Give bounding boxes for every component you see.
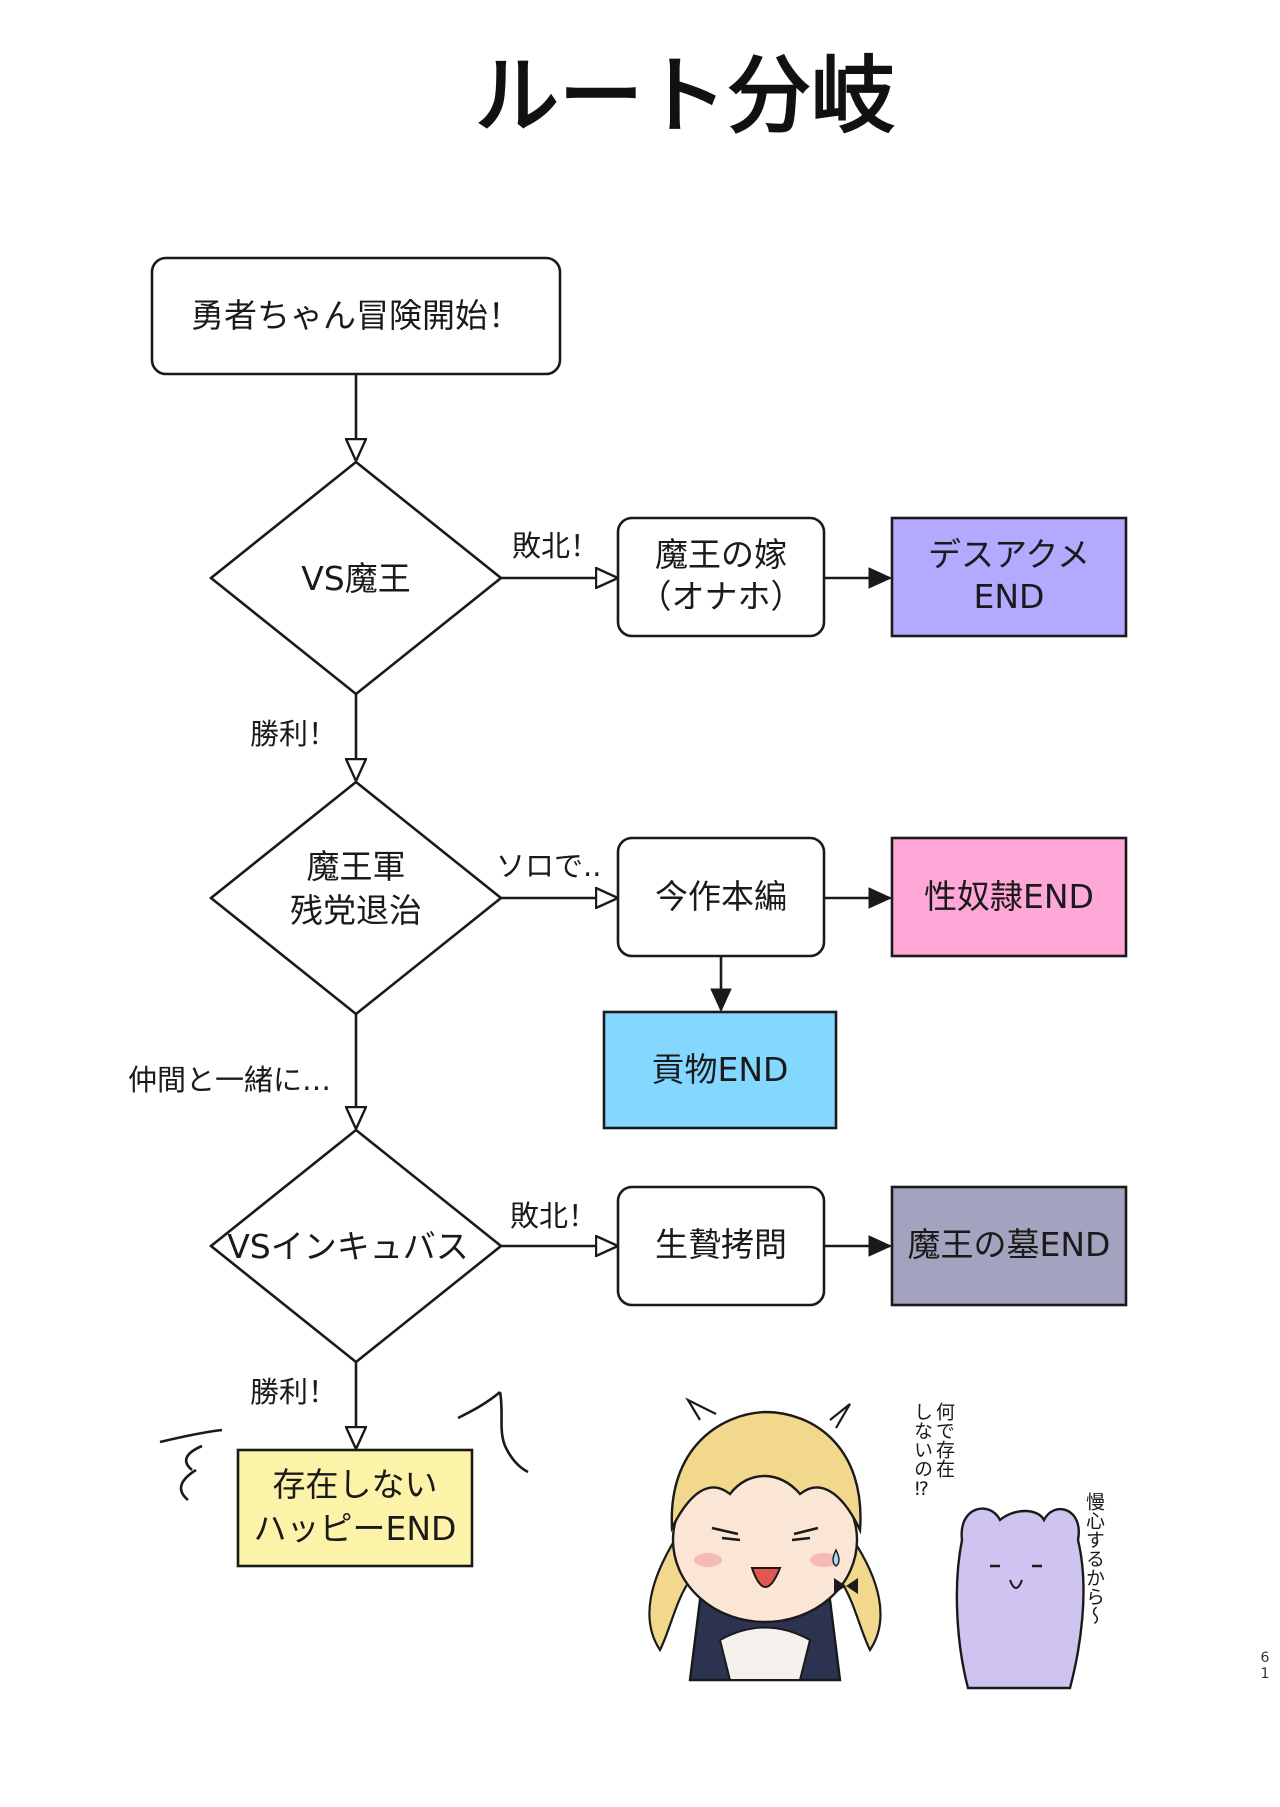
tribute-end-label: 貢物END (652, 1050, 789, 1089)
bride-label-line1: 魔王の嫁 (655, 535, 787, 574)
edge-label-solo: ソロで.. (496, 849, 601, 883)
edge-label-defeat-2: 敗北！ (510, 1199, 597, 1233)
death-end-label-line1: デスアクメ (928, 535, 1090, 574)
girl-note-line2: しないの⁉ (911, 1402, 933, 1500)
vs-maou-label: VS魔王 (301, 559, 411, 598)
left-emphasis-squiggle (159, 1428, 223, 1501)
page-number-digit-1: 6 (1261, 1650, 1270, 1666)
tribute-end-node (602, 1010, 838, 1130)
torture-label: 生贄拷問 (655, 1225, 787, 1264)
bride-label-line2: （オナホ） (639, 577, 804, 616)
vs-incubus-label: VSインキュバス (227, 1227, 469, 1266)
blonde-girl-icon (648, 1397, 882, 1682)
edge-label-victory-2: 勝利！ (250, 1375, 337, 1409)
edge-label-with-friends: 仲間と一緒に… (128, 1063, 331, 1097)
page-title: ルート分岐 (475, 47, 895, 145)
edge-label-victory-1: 勝利！ (250, 717, 337, 751)
remnants-label-line2: 残党退治 (290, 891, 422, 930)
purple-creature-icon (955, 1507, 1085, 1690)
remnants-label-line1: 魔王軍 (307, 847, 406, 886)
happy-end-node (236, 1448, 474, 1568)
grave-end-node (890, 1185, 1128, 1307)
page-number-digit-2: 1 (1261, 1666, 1270, 1682)
slave-end-label: 性奴隷END (924, 877, 1094, 916)
girl-note-line1: 何で存在 (933, 1402, 955, 1478)
happy-end-label-line1: 存在しない (273, 1465, 438, 1504)
grave-end-label: 魔王の墓END (908, 1225, 1111, 1264)
start-node-label: 勇者ちゃん冒険開始！ (191, 296, 521, 335)
happy-end-label-line2: ハッピーEND (254, 1509, 457, 1548)
slave-end-node (890, 836, 1128, 958)
creature-note: 慢心するから〜 (1083, 1492, 1105, 1625)
main-story-label: 今作本編 (655, 877, 787, 916)
death-end-label-line2: END (974, 577, 1045, 616)
right-emphasis-squiggle (457, 1391, 529, 1474)
edge-label-defeat-1: 敗北！ (512, 529, 599, 563)
death-end-node (890, 516, 1128, 638)
